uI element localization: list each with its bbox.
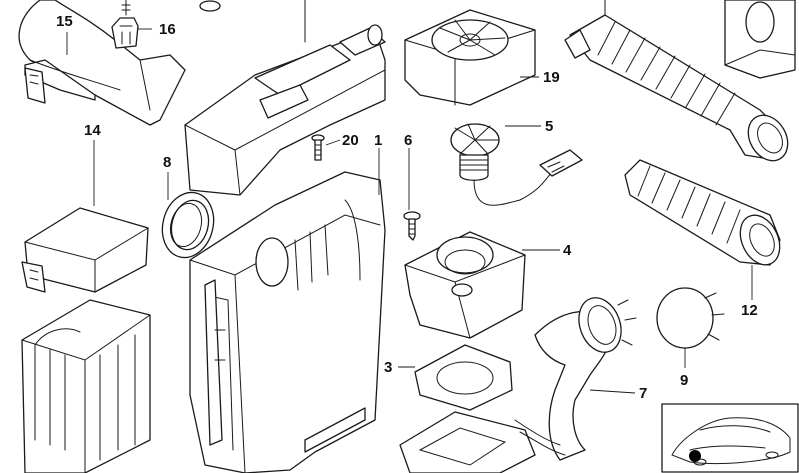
part-20-screw [311, 134, 325, 161]
label-7: 7 [639, 385, 647, 402]
location-marker [689, 450, 701, 462]
part-5-fan-motor [450, 123, 583, 206]
part-4-fan-base [404, 231, 526, 339]
car-locator-thumbnail [661, 403, 799, 473]
label-12: 12 [741, 302, 758, 319]
part-upper-cover [184, 0, 386, 196]
part-tray [21, 299, 151, 473]
part-1-housing [189, 171, 386, 473]
part-6-screw [403, 211, 421, 241]
part-hose-large [564, 0, 789, 162]
part-labels: 15 16 14 8 20 1 6 5 19 4 3 7 9 12 [56, 13, 758, 402]
part-12-hose-small [624, 159, 781, 266]
label-1: 1 [374, 132, 382, 149]
part-14-box [21, 207, 149, 293]
part-19-fan-housing [404, 9, 536, 106]
part-9-grommet [656, 287, 725, 349]
part-7-duct [399, 297, 637, 473]
label-15: 15 [56, 13, 73, 30]
label-9: 9 [680, 372, 688, 389]
label-5: 5 [545, 118, 553, 135]
label-8: 8 [163, 154, 171, 171]
label-3: 3 [384, 359, 392, 376]
part-3-gasket [414, 344, 513, 411]
car-silhouette-icon [671, 417, 791, 465]
label-20: 20 [342, 132, 359, 149]
part-16-clip [111, 0, 221, 49]
label-19: 19 [543, 69, 560, 86]
part-8-seal [161, 191, 215, 259]
part-15-air-duct [18, 0, 186, 126]
label-14: 14 [84, 122, 101, 139]
part-bracket-top-right [724, 0, 796, 79]
leader-lines [66, 28, 753, 394]
label-16: 16 [159, 21, 176, 38]
label-4: 4 [563, 242, 572, 259]
label-6: 6 [404, 132, 412, 149]
